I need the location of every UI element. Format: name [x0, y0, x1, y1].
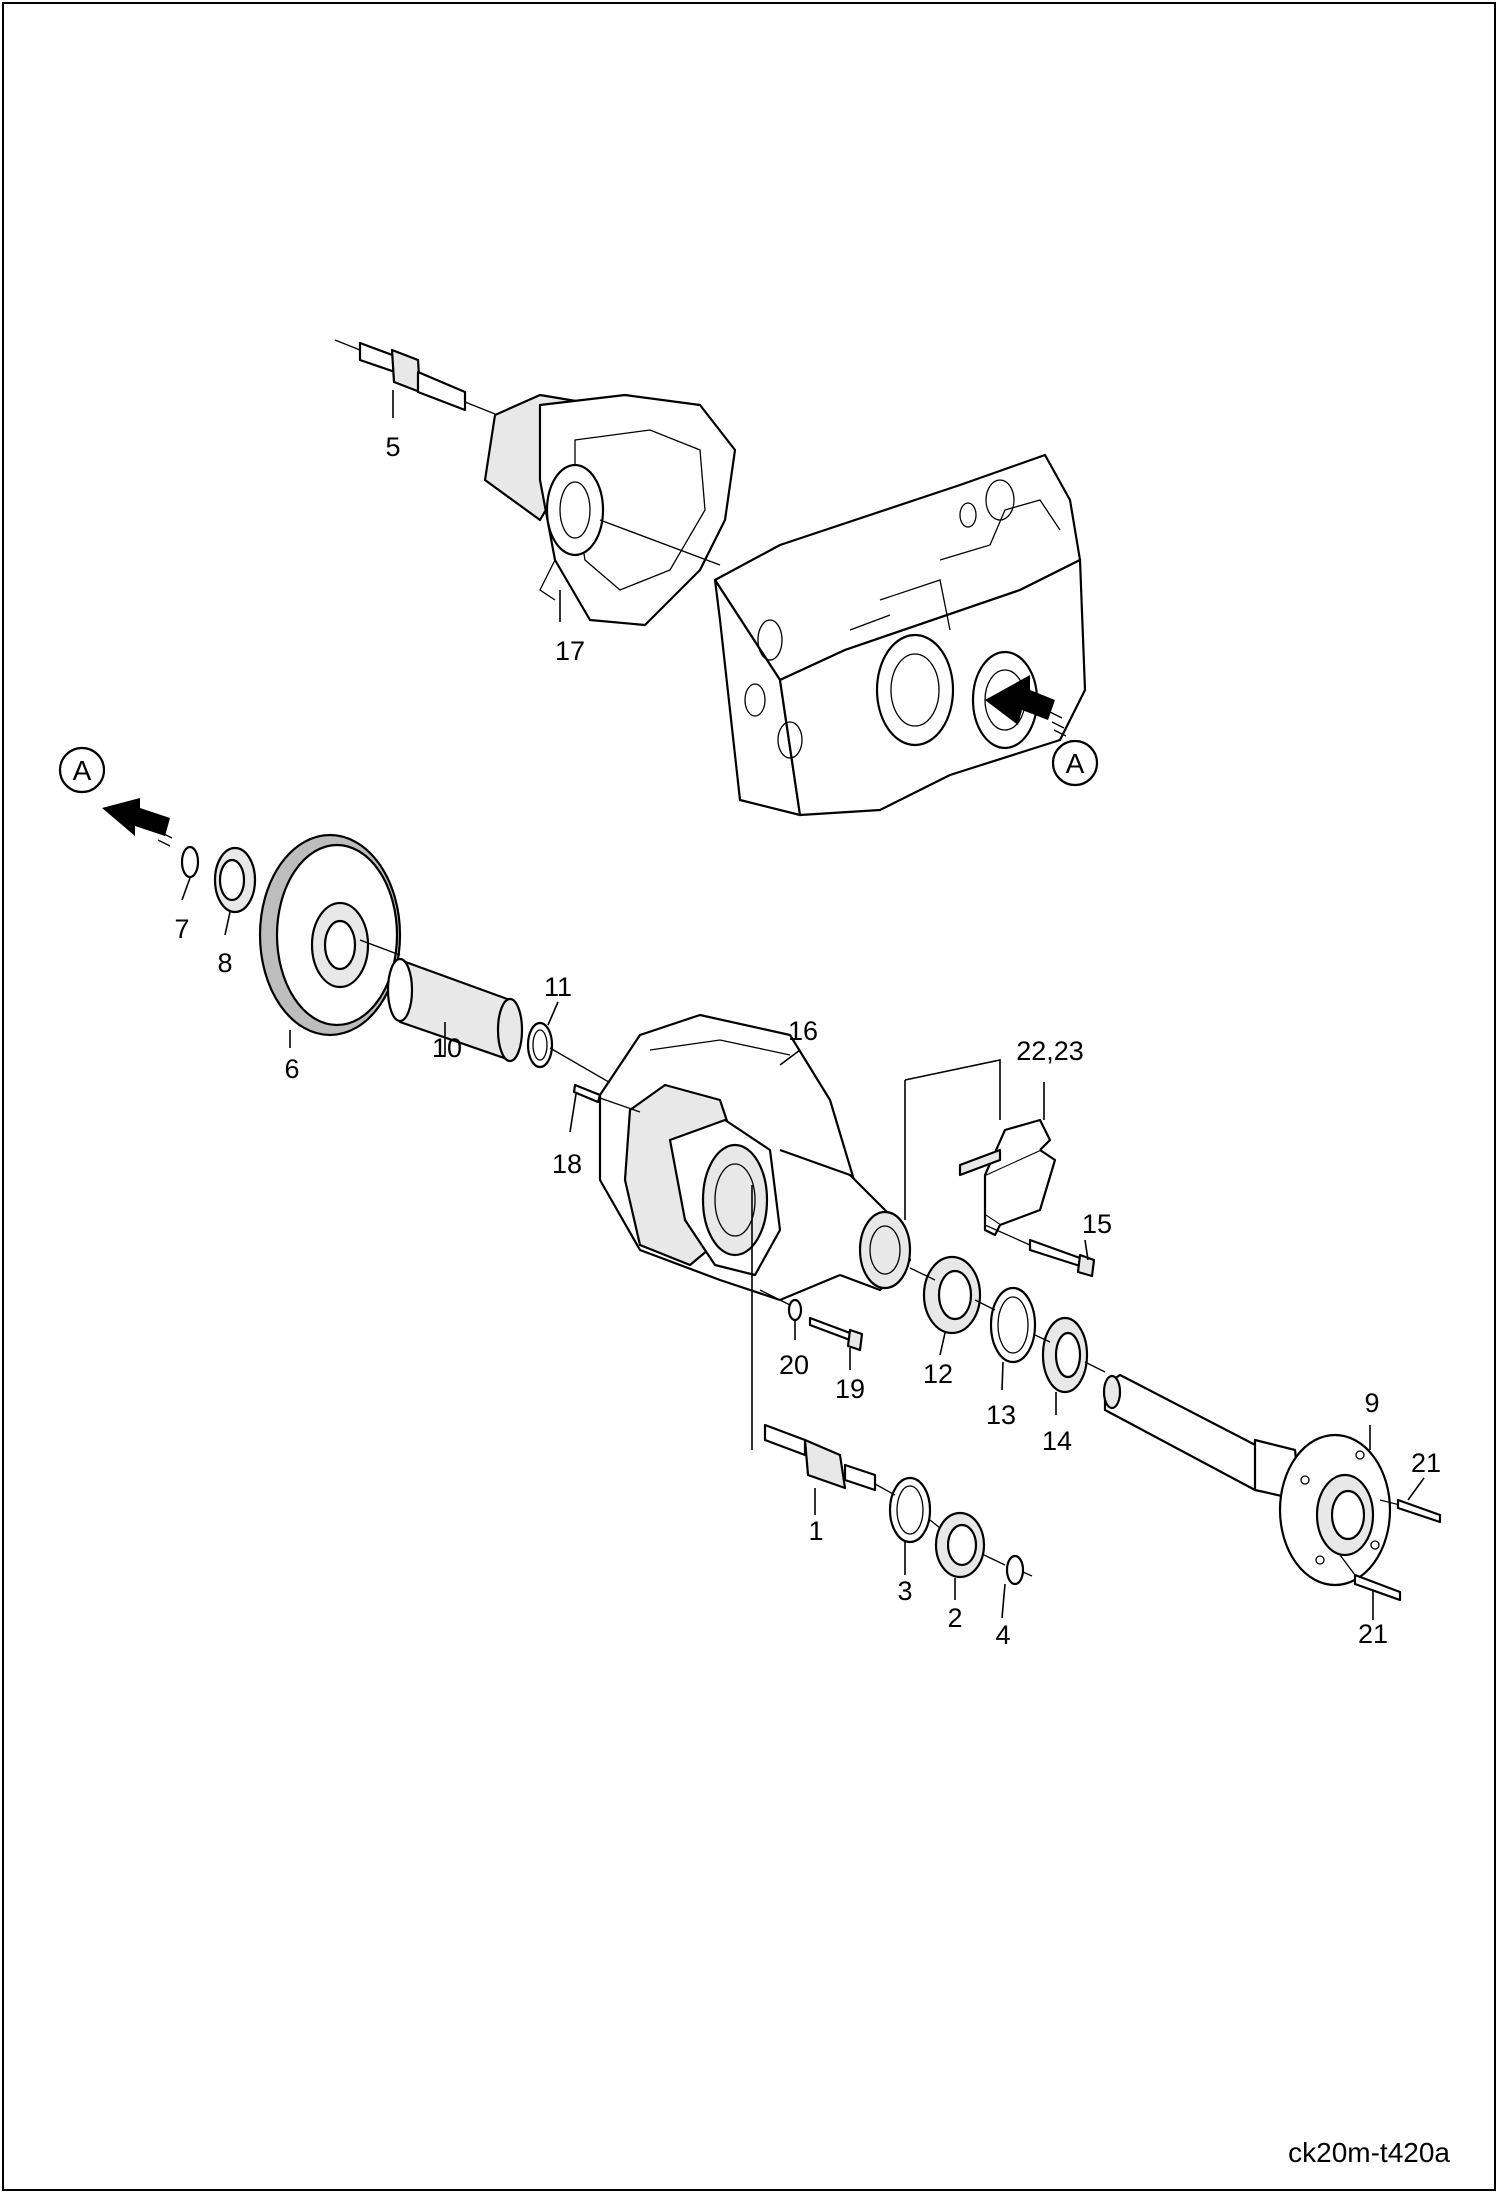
callout-12: 12 [923, 1359, 953, 1389]
part-18-pin [572, 1083, 641, 1113]
callout-4: 4 [995, 1620, 1010, 1650]
view-marker-right: A [1066, 748, 1085, 779]
callout-18: 18 [552, 1149, 582, 1179]
part-12-bearing [922, 1255, 982, 1335]
callout-2: 2 [947, 1603, 962, 1633]
callout-9: 9 [1364, 1388, 1379, 1418]
callout-8: 8 [217, 948, 232, 978]
view-arrow-a-left: A [58, 746, 173, 847]
part-20-washer [787, 1298, 803, 1322]
callout-21-upper: 21 [1411, 1448, 1441, 1478]
part-19-bolt [808, 1316, 864, 1352]
part-8-bearing [213, 846, 257, 914]
part-4-snap-ring [1005, 1554, 1025, 1586]
callout-5: 5 [385, 432, 400, 462]
part-3-ring [888, 1476, 932, 1544]
part-11-ring [526, 1021, 554, 1069]
callout-7: 7 [174, 914, 189, 944]
callout-16: 16 [788, 1016, 818, 1046]
callout-1: 1 [808, 1516, 823, 1546]
part-21-stud-lower [1339, 1554, 1402, 1602]
drawing-code: ck20m-t420a [1288, 2137, 1450, 2168]
callout-11: 11 [544, 972, 572, 1002]
part-22-23-plate [958, 1118, 1057, 1237]
part-2-bearing [934, 1511, 986, 1579]
part-5-shaft [334, 339, 511, 421]
part-16-housing [598, 1013, 912, 1302]
transmission-case [713, 453, 1087, 817]
callout-3: 3 [897, 1576, 912, 1606]
callout-20: 20 [779, 1350, 809, 1380]
part-6-gear [258, 833, 402, 1037]
part-15-bolt [984, 1224, 1096, 1278]
callout-21-lower: 21 [1358, 1619, 1388, 1649]
callout-14: 14 [1042, 1426, 1072, 1456]
callout-10: 10 [432, 1033, 462, 1063]
callout-22-23: 22,23 [1016, 1036, 1084, 1066]
part-7-snap-ring [180, 845, 200, 879]
callout-13: 13 [986, 1400, 1016, 1430]
part-13-ring [989, 1286, 1037, 1364]
part-1-shaft [763, 1423, 877, 1492]
part-9-axle [1102, 1373, 1392, 1587]
callout-17: 17 [555, 636, 585, 666]
callout-6: 6 [284, 1054, 299, 1084]
part-17-housing [483, 393, 737, 627]
view-marker-left: A [73, 755, 92, 786]
callout-15: 15 [1082, 1209, 1112, 1239]
part-14-shim [1041, 1316, 1089, 1394]
part-10-sleeve [386, 957, 524, 1063]
view-arrow-a-right: A [985, 675, 1099, 787]
callout-19: 19 [835, 1374, 865, 1404]
part-21-stud-upper [1379, 1498, 1442, 1524]
